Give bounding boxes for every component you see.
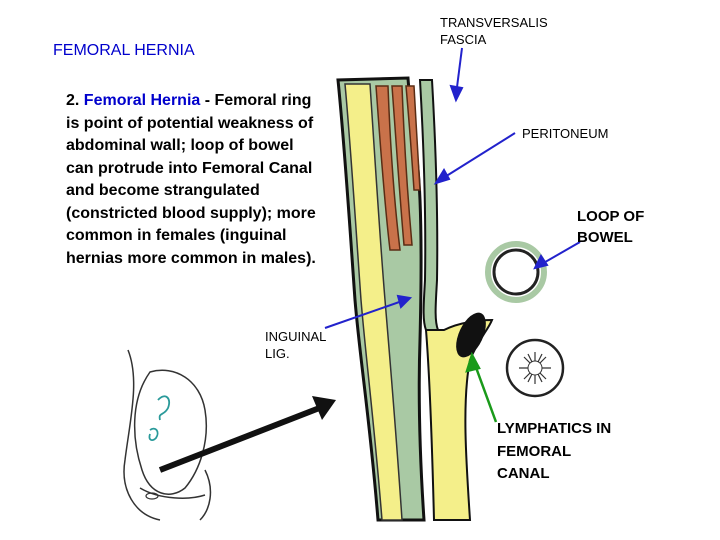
description-number: 2. [66, 92, 80, 109]
description-highlight: Femoral Hernia [83, 92, 201, 109]
femoral-canal [424, 318, 494, 521]
label-peritoneum: PERITONEUM [522, 126, 609, 141]
arrow-peritoneum [439, 132, 516, 181]
muscle-fibers [375, 85, 421, 251]
body-sketch-details [148, 395, 171, 441]
page-title: FEMORAL HERNIA [53, 42, 195, 59]
label-lymphatics: LYMPHATICS IN FEMORAL CANAL [497, 420, 612, 482]
body-sketch [123, 349, 212, 521]
femoral-vessel [505, 338, 565, 398]
lymph-node [456, 312, 486, 358]
label-inguinal-lig: INGUINAL LIG. [265, 329, 326, 361]
description-text: - Femoral ring is point of potential wea… [66, 92, 316, 267]
description: 2. Femoral Hernia - Femoral ring is poin… [66, 90, 322, 270]
arrow-lymphatics [472, 361, 498, 423]
label-loop-of-bowel: LOOP OF BOWEL [577, 208, 645, 246]
arrow-bowel [539, 241, 581, 266]
label-transversalis-fascia: TRANSVERSALIS FASCIA [440, 15, 548, 47]
yellow-layer [344, 83, 403, 521]
pointer-arrow-black [158, 404, 324, 473]
peritoneum-layer [418, 79, 440, 331]
bowel-loop [492, 248, 540, 296]
arrow-inguinal [324, 299, 406, 329]
